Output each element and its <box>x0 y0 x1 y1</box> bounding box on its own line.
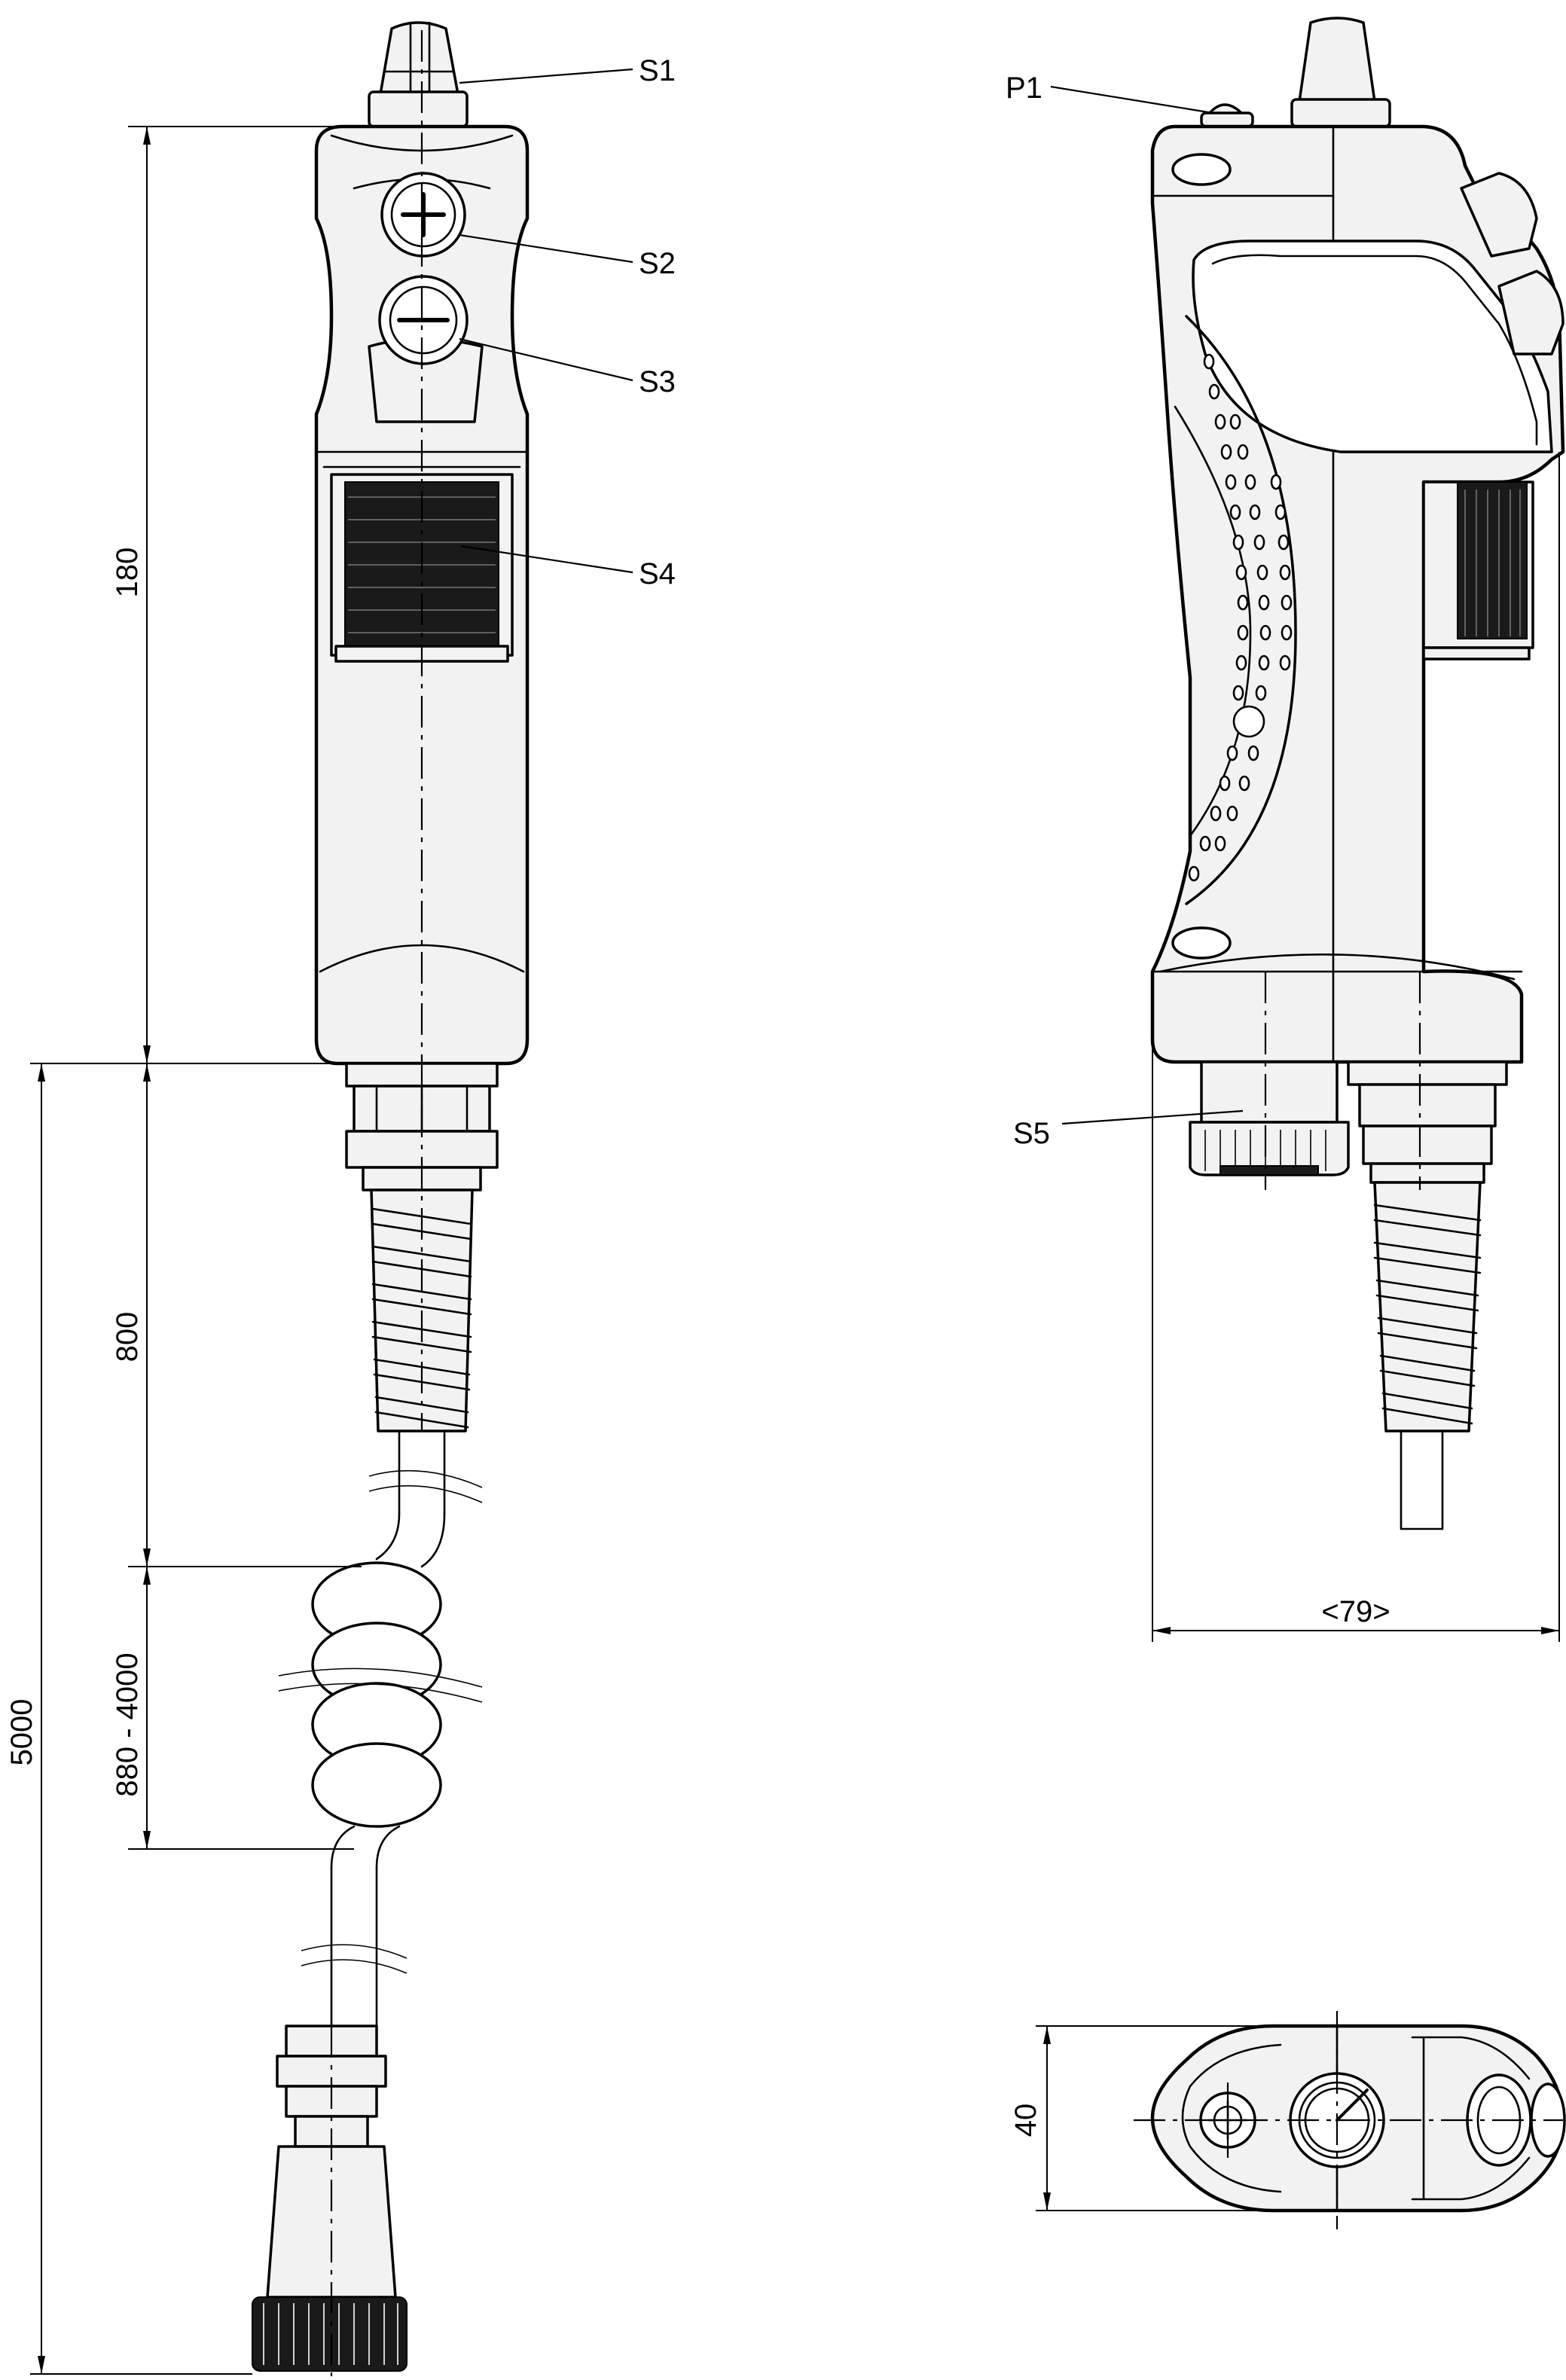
grip-dot <box>1226 805 1238 822</box>
side-dimensions <box>1152 452 1560 1642</box>
grip-dot <box>1220 444 1232 460</box>
top-view <box>1134 2011 1566 2229</box>
dim-coil-range: 880 - 4000 <box>111 1652 144 1796</box>
grip-dot <box>1256 564 1268 581</box>
grip-dot <box>1274 504 1287 520</box>
side-view <box>1150 17 1565 1530</box>
callout-s4: S4 <box>639 557 676 590</box>
s2-plus-button <box>380 172 466 258</box>
bottom-mount-hole <box>1171 926 1232 960</box>
dim-total-length: 5000 <box>5 1699 38 1766</box>
grip-dot <box>1258 594 1270 611</box>
dim-width: <79> <box>1321 1595 1390 1628</box>
grip-dot <box>1229 413 1241 430</box>
grip-dot <box>1232 534 1244 551</box>
grip-dot <box>1270 474 1282 490</box>
side-cable-gland <box>1347 1060 1508 1530</box>
grip-dot <box>1208 383 1220 400</box>
callout-s2: S2 <box>639 247 676 280</box>
grip-dot <box>1247 745 1259 761</box>
grip-dot <box>1249 504 1261 520</box>
callout-s1: S1 <box>639 54 676 87</box>
p1-indicator-lamp <box>1200 103 1254 128</box>
side-latch-button <box>1232 705 1265 738</box>
s1-rotary-knob <box>368 21 469 128</box>
front-end-connector <box>252 2025 408 2372</box>
grip-dot <box>1244 474 1256 490</box>
front-view <box>252 21 530 2376</box>
front-callout-leaders <box>459 68 633 574</box>
callout-s5: S5 <box>1013 1117 1050 1150</box>
front-dimensions <box>30 126 362 2375</box>
side-buttons <box>1460 172 1564 355</box>
grip-dot <box>1203 353 1215 370</box>
grip-dot <box>1199 835 1211 852</box>
dim-cable-straight: 800 <box>111 1312 144 1362</box>
grip-dot <box>1281 594 1293 611</box>
grip-dot <box>1214 413 1226 430</box>
top-mount-hole <box>1171 153 1232 186</box>
grip-dot <box>1238 775 1250 792</box>
grip-dot <box>1229 504 1241 520</box>
grip-dot <box>1188 865 1200 882</box>
dim-depth: 40 <box>1009 2104 1042 2137</box>
front-cable <box>368 1430 483 1568</box>
grip-dot <box>1259 624 1271 641</box>
grip-dot <box>1219 775 1231 792</box>
grip-dot <box>1235 654 1247 671</box>
grip-dot <box>1232 685 1244 701</box>
top-dimensions <box>1036 2025 1337 2211</box>
grip-dot <box>1237 624 1249 641</box>
grip-dot <box>1281 624 1293 641</box>
grip-dot <box>1226 745 1238 761</box>
side-grip-texture <box>1174 315 1297 905</box>
grip-dot <box>1258 654 1270 671</box>
grip-dot <box>1237 594 1249 611</box>
grip-dot <box>1255 685 1267 701</box>
front-coiled-cable <box>278 1561 483 2028</box>
s5-socket <box>1189 1060 1350 1176</box>
grip-dot <box>1278 534 1290 551</box>
side-callout-leaders <box>1050 85 1244 1125</box>
grip-dot <box>1235 564 1247 581</box>
side-finger-pocket <box>1192 240 1553 453</box>
s3-minus-button <box>368 275 484 423</box>
grip-dot <box>1210 805 1222 822</box>
grip-dot <box>1279 654 1291 671</box>
grip-dot <box>1225 474 1237 490</box>
grip-dot <box>1214 835 1226 852</box>
grip-dot <box>1237 444 1249 460</box>
grip-dot <box>1279 564 1291 581</box>
grip-dot <box>1253 534 1265 551</box>
dim-handle-length: 180 <box>111 548 144 598</box>
callout-p1: P1 <box>1006 72 1042 105</box>
callout-s3: S3 <box>639 365 676 398</box>
side-grip-lever <box>1422 481 1534 661</box>
side-top-knob <box>1290 17 1391 128</box>
